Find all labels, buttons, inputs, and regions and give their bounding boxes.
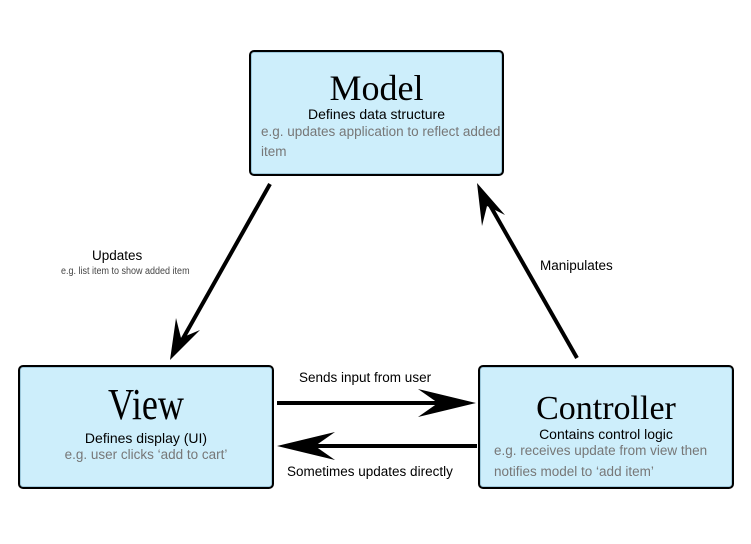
view-example: e.g. user clicks ‘add to cart’ xyxy=(64,447,228,462)
view-subtitle: Defines display (UI) xyxy=(84,430,208,446)
updates-example: e.g. list item to show added item xyxy=(61,266,190,277)
sometimes-updates-arrowhead xyxy=(277,432,335,460)
view-title: View xyxy=(107,380,184,429)
updates-label: Updates xyxy=(92,248,143,263)
model-box: Model Defines data structure e.g. update… xyxy=(249,50,504,176)
model-subtitle: Defines data structure xyxy=(308,106,445,122)
controller-box: Controller Contains control logic e.g. r… xyxy=(478,365,734,489)
sends-input-label: Sends input from user xyxy=(299,370,432,385)
controller-title: Controller xyxy=(536,390,676,427)
manipulates-label: Manipulates xyxy=(540,258,613,273)
sends-input-arrowhead xyxy=(418,389,476,417)
manipulates-arrowhead xyxy=(477,183,505,226)
updates-arrowhead xyxy=(170,318,200,360)
view-box: View Defines display (UI) e.g. user clic… xyxy=(18,365,274,489)
updates-arrow xyxy=(170,183,272,360)
controller-subtitle: Contains control logic xyxy=(539,426,673,442)
controller-example: e.g. receives update from view then noti… xyxy=(494,443,708,479)
sometimes-updates-label: Sometimes updates directly xyxy=(287,464,453,479)
sometimes-updates-arrow xyxy=(277,432,477,460)
manipulates-arrow xyxy=(477,183,579,359)
model-example: e.g. updates application to reflect adde… xyxy=(261,124,501,159)
model-title: Model xyxy=(329,68,424,108)
sends-input-arrow xyxy=(277,389,476,417)
